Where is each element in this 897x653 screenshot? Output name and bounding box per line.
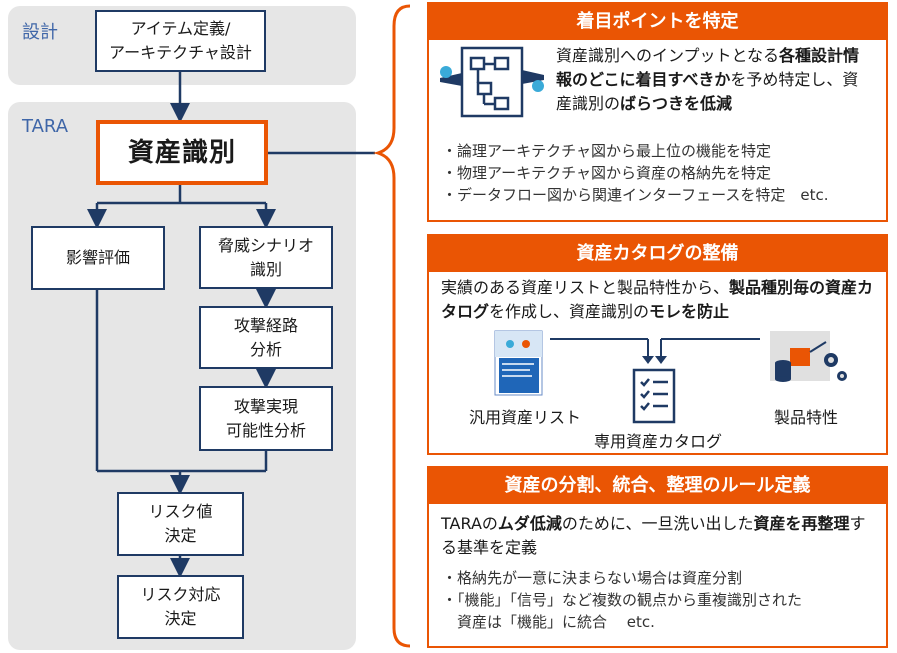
card2-text-4: モレを防止 [649, 302, 730, 321]
card2-text-2: 製品種別毎の資産カタログ [441, 278, 874, 321]
card2-text-3: を作成し、資産識別の [489, 302, 650, 321]
caption-dedicated-catalog: 専用資産カタログ [593, 432, 722, 451]
card3-text-3: のために、一旦洗い出した [561, 514, 754, 533]
threat-scenario-box: 脅威シナリオ 識別 [199, 226, 333, 289]
impact-assessment-box: 影響評価 [31, 226, 165, 290]
card1-text-3: を予め特定し、資産識別の [556, 70, 859, 113]
risk-treatment-box: リスク対応 決定 [117, 575, 244, 639]
card-rule-definition: 資産の分割、統合、整理のルール定義 [427, 466, 888, 648]
card2-text-1: 実績のある資産リストと製品特性から、 [441, 278, 730, 297]
card1-text-4: ばらつきを低減 [620, 94, 733, 113]
card3-text-2: ムダ低減 [497, 514, 562, 533]
card-title: 着目ポイントを特定 [429, 4, 886, 40]
card3-body: TARAのムダ低減のために、一旦洗い出した資産を再整理する基準を定義 [441, 512, 881, 560]
caption-generic-list: 汎用資産リスト [468, 408, 581, 427]
card1-body: 資産識別へのインプットとなる各種設計情報のどこに着目すべきかを予め特定し、資産識… [556, 44, 874, 116]
caption-product-traits: 製品特性 [773, 408, 838, 427]
card-focus-points: 着目ポイントを特定 [427, 2, 888, 222]
card1-bullets: ・論理アーキテクチャ図から最上位の機能を特定 ・物理アーキテクチャ図から資産の格… [442, 140, 882, 206]
card3-bullet: ・格納先が一意に決まらない場合は資産分割 [442, 569, 743, 587]
card3-text-1: TARAの [441, 514, 498, 533]
card-title: 資産カタログの整備 [429, 236, 886, 272]
card1-text-1: 資産識別へのインプットとなる [556, 46, 780, 65]
curly-brace [372, 4, 411, 648]
design-label: 設計 [22, 22, 58, 43]
card3-bullet: ・「機能」「信号」など複数の観点から重複識別された [442, 591, 803, 609]
card1-text-2: 各種設計情報のどこに着目すべきか [556, 46, 860, 89]
card3-text-5: する基準を定義 [441, 514, 866, 557]
item-definition-box: アイテム定義/ アーキテクチャ設計 [95, 10, 266, 72]
card3-text-4: 資産を再整理 [753, 514, 850, 533]
attack-path-box: 攻撃経路 分析 [199, 306, 333, 369]
card-title: 資産の分割、統合、整理のルール定義 [429, 468, 886, 504]
tara-label: TARA [22, 116, 69, 137]
card3-bullet: 資産は「機能」に統合 etc. [442, 613, 655, 631]
card1-bullet: ・論理アーキテクチャ図から最上位の機能を特定 [442, 142, 771, 160]
card1-bullet: ・物理アーキテクチャ図から資産の格納先を特定 [442, 164, 771, 182]
risk-value-box: リスク値 決定 [117, 492, 244, 556]
card2-body: 実績のある資産リストと製品特性から、製品種別毎の資産カタログを作成し、資産識別の… [441, 276, 879, 324]
asset-identification-box: 資産識別 [96, 120, 268, 185]
attack-feasibility-box: 攻撃実現 可能性分析 [199, 386, 333, 451]
card1-bullet: ・データフロー図から関連インターフェースを特定 etc. [442, 186, 829, 204]
card3-bullets: ・格納先が一意に決まらない場合は資産分割 ・「機能」「信号」など複数の観点から重… [442, 567, 882, 633]
